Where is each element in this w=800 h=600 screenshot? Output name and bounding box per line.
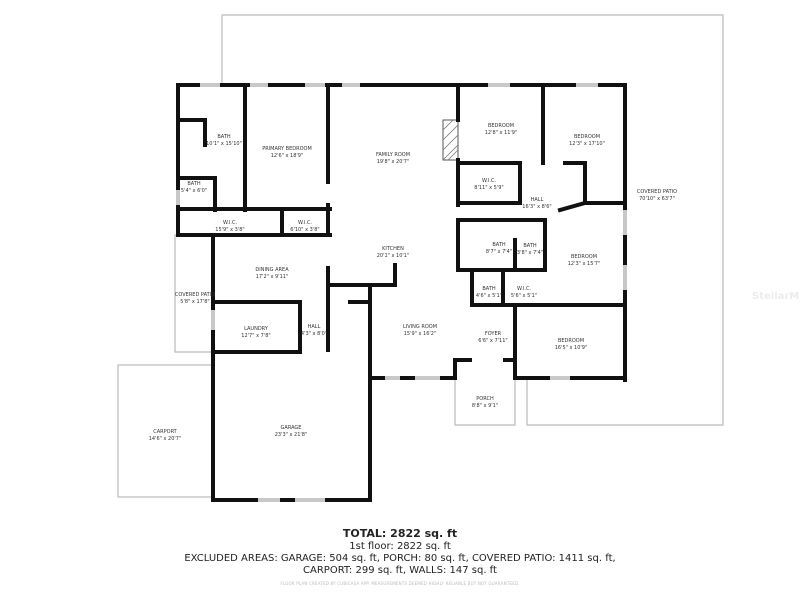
- room-covered-patio-name: COVERED PATIO: [637, 189, 677, 195]
- room-wic-2-size: 6'10" x 3'8": [290, 227, 319, 233]
- room-garage-size: 23'3" x 21'8": [275, 432, 308, 438]
- room-primary-bedroom-name: PRIMARY BEDROOM: [262, 146, 312, 152]
- room-bath-5-size: 4'6" x 5'1": [476, 293, 502, 299]
- room-covered-patio-2-size: 5'8" x 17'8": [180, 299, 209, 305]
- room-bath-3-name: BATH: [492, 242, 506, 248]
- room-porch-name: PORCH: [476, 396, 494, 402]
- room-laundry-size: 12'7" x 7'8": [241, 333, 270, 339]
- room-wic-4-size: 5'6" x 5'1": [511, 293, 537, 299]
- room-carport-name: CARPORT: [153, 429, 177, 435]
- room-wic-4-name: W.I.C.: [517, 286, 532, 292]
- room-laundry-name: LAUNDRY: [244, 326, 269, 332]
- room-bedroom-4-name: BEDROOM: [558, 338, 584, 344]
- room-bath-2-name: BATH: [187, 181, 201, 187]
- room-kitchen-size: 20'1" x 10'1": [377, 253, 410, 259]
- room-family-room-name: FAMILY ROOM: [376, 152, 410, 158]
- room-wic-2-name: W.I.C.: [298, 220, 313, 226]
- room-living-room-size: 15'9" x 16'2": [404, 331, 437, 337]
- room-hall-2-name: HALL: [308, 324, 321, 330]
- room-garage-name: GARAGE: [281, 425, 302, 431]
- room-primary-bedroom-size: 12'6" x 18'9": [271, 153, 304, 159]
- room-covered-patio-size: 70'10" x 63'7": [639, 196, 675, 202]
- room-bedroom-2-name: BEDROOM: [574, 134, 600, 140]
- room-wic-3-size: 8'11" x 5'9": [474, 185, 503, 191]
- windows: [176, 83, 627, 502]
- room-bath-2-size: 5'4" x 6'0": [181, 188, 207, 194]
- walls: [176, 83, 627, 502]
- room-bath-4-name: BATH: [523, 243, 537, 249]
- room-hall-1-size: 16'3" x 8'6": [522, 204, 551, 210]
- fireplace: [442, 119, 459, 161]
- room-bedroom-2-size: 12'3" x 17'10": [569, 141, 605, 147]
- room-bath-3-size: 8'7" x 7'4": [486, 249, 512, 255]
- room-bath-1-name: BATH: [217, 134, 231, 140]
- room-foyer-name: FOYER: [485, 331, 502, 337]
- room-wic-1-size: 15'9" x 3'8": [215, 227, 244, 233]
- room-carport-size: 14'6" x 20'7": [149, 436, 182, 442]
- room-wic-3-name: W.I.C.: [482, 178, 497, 184]
- watermark-logo: StellarMLS: [752, 291, 800, 302]
- room-wic-1-name: W.I.C.: [223, 220, 238, 226]
- room-bedroom-4-size: 16'5" x 10'9": [555, 345, 588, 351]
- total-area: TOTAL: 2822 sq. ft: [342, 527, 458, 540]
- room-covered-patio-2-name: COVERED PATIO: [175, 292, 215, 298]
- covered-patio-outline: [221, 14, 724, 426]
- room-bath-1-size: 10'1" x 15'10": [206, 141, 242, 147]
- room-bedroom-3-size: 12'3" x 15'7": [568, 261, 601, 267]
- excluded-areas-line-1: EXCLUDED AREAS: GARAGE: 504 sq. ft, PORC…: [184, 553, 616, 564]
- room-dining-area-name: DINING AREA: [255, 267, 289, 273]
- excluded-areas-line-2: CARPORT: 299 sq. ft, WALLS: 147 sq. ft: [303, 565, 497, 576]
- room-bedroom-1-size: 12'8" x 11'9": [485, 130, 518, 136]
- room-bedroom-1-name: BEDROOM: [488, 123, 514, 129]
- room-foyer-size: 6'6" x 7'11": [478, 338, 507, 344]
- room-bath-4-size: 3'8" x 7'4": [517, 250, 543, 256]
- porch-outline: [454, 378, 516, 426]
- room-hall-1-name: HALL: [531, 197, 544, 203]
- room-family-room-size: 19'8" x 20'7": [377, 159, 410, 165]
- room-bath-5-name: BATH: [482, 286, 496, 292]
- room-bedroom-3-name: BEDROOM: [571, 254, 597, 260]
- room-porch-size: 8'8" x 9'1": [472, 403, 498, 409]
- first-floor-area: 1st floor: 2822 sq. ft: [349, 541, 451, 552]
- room-living-room-name: LIVING ROOM: [403, 324, 437, 330]
- room-dining-area-size: 17'2" x 9'11": [256, 274, 289, 280]
- room-hall-2-size: 4'3" x 8'0": [301, 331, 327, 337]
- fireplace-hatch: [442, 119, 459, 161]
- credit-note: FLOOR PLAN CREATED BY CUBICASA APP. MEAS…: [280, 581, 520, 586]
- room-kitchen-name: KITCHEN: [382, 246, 404, 252]
